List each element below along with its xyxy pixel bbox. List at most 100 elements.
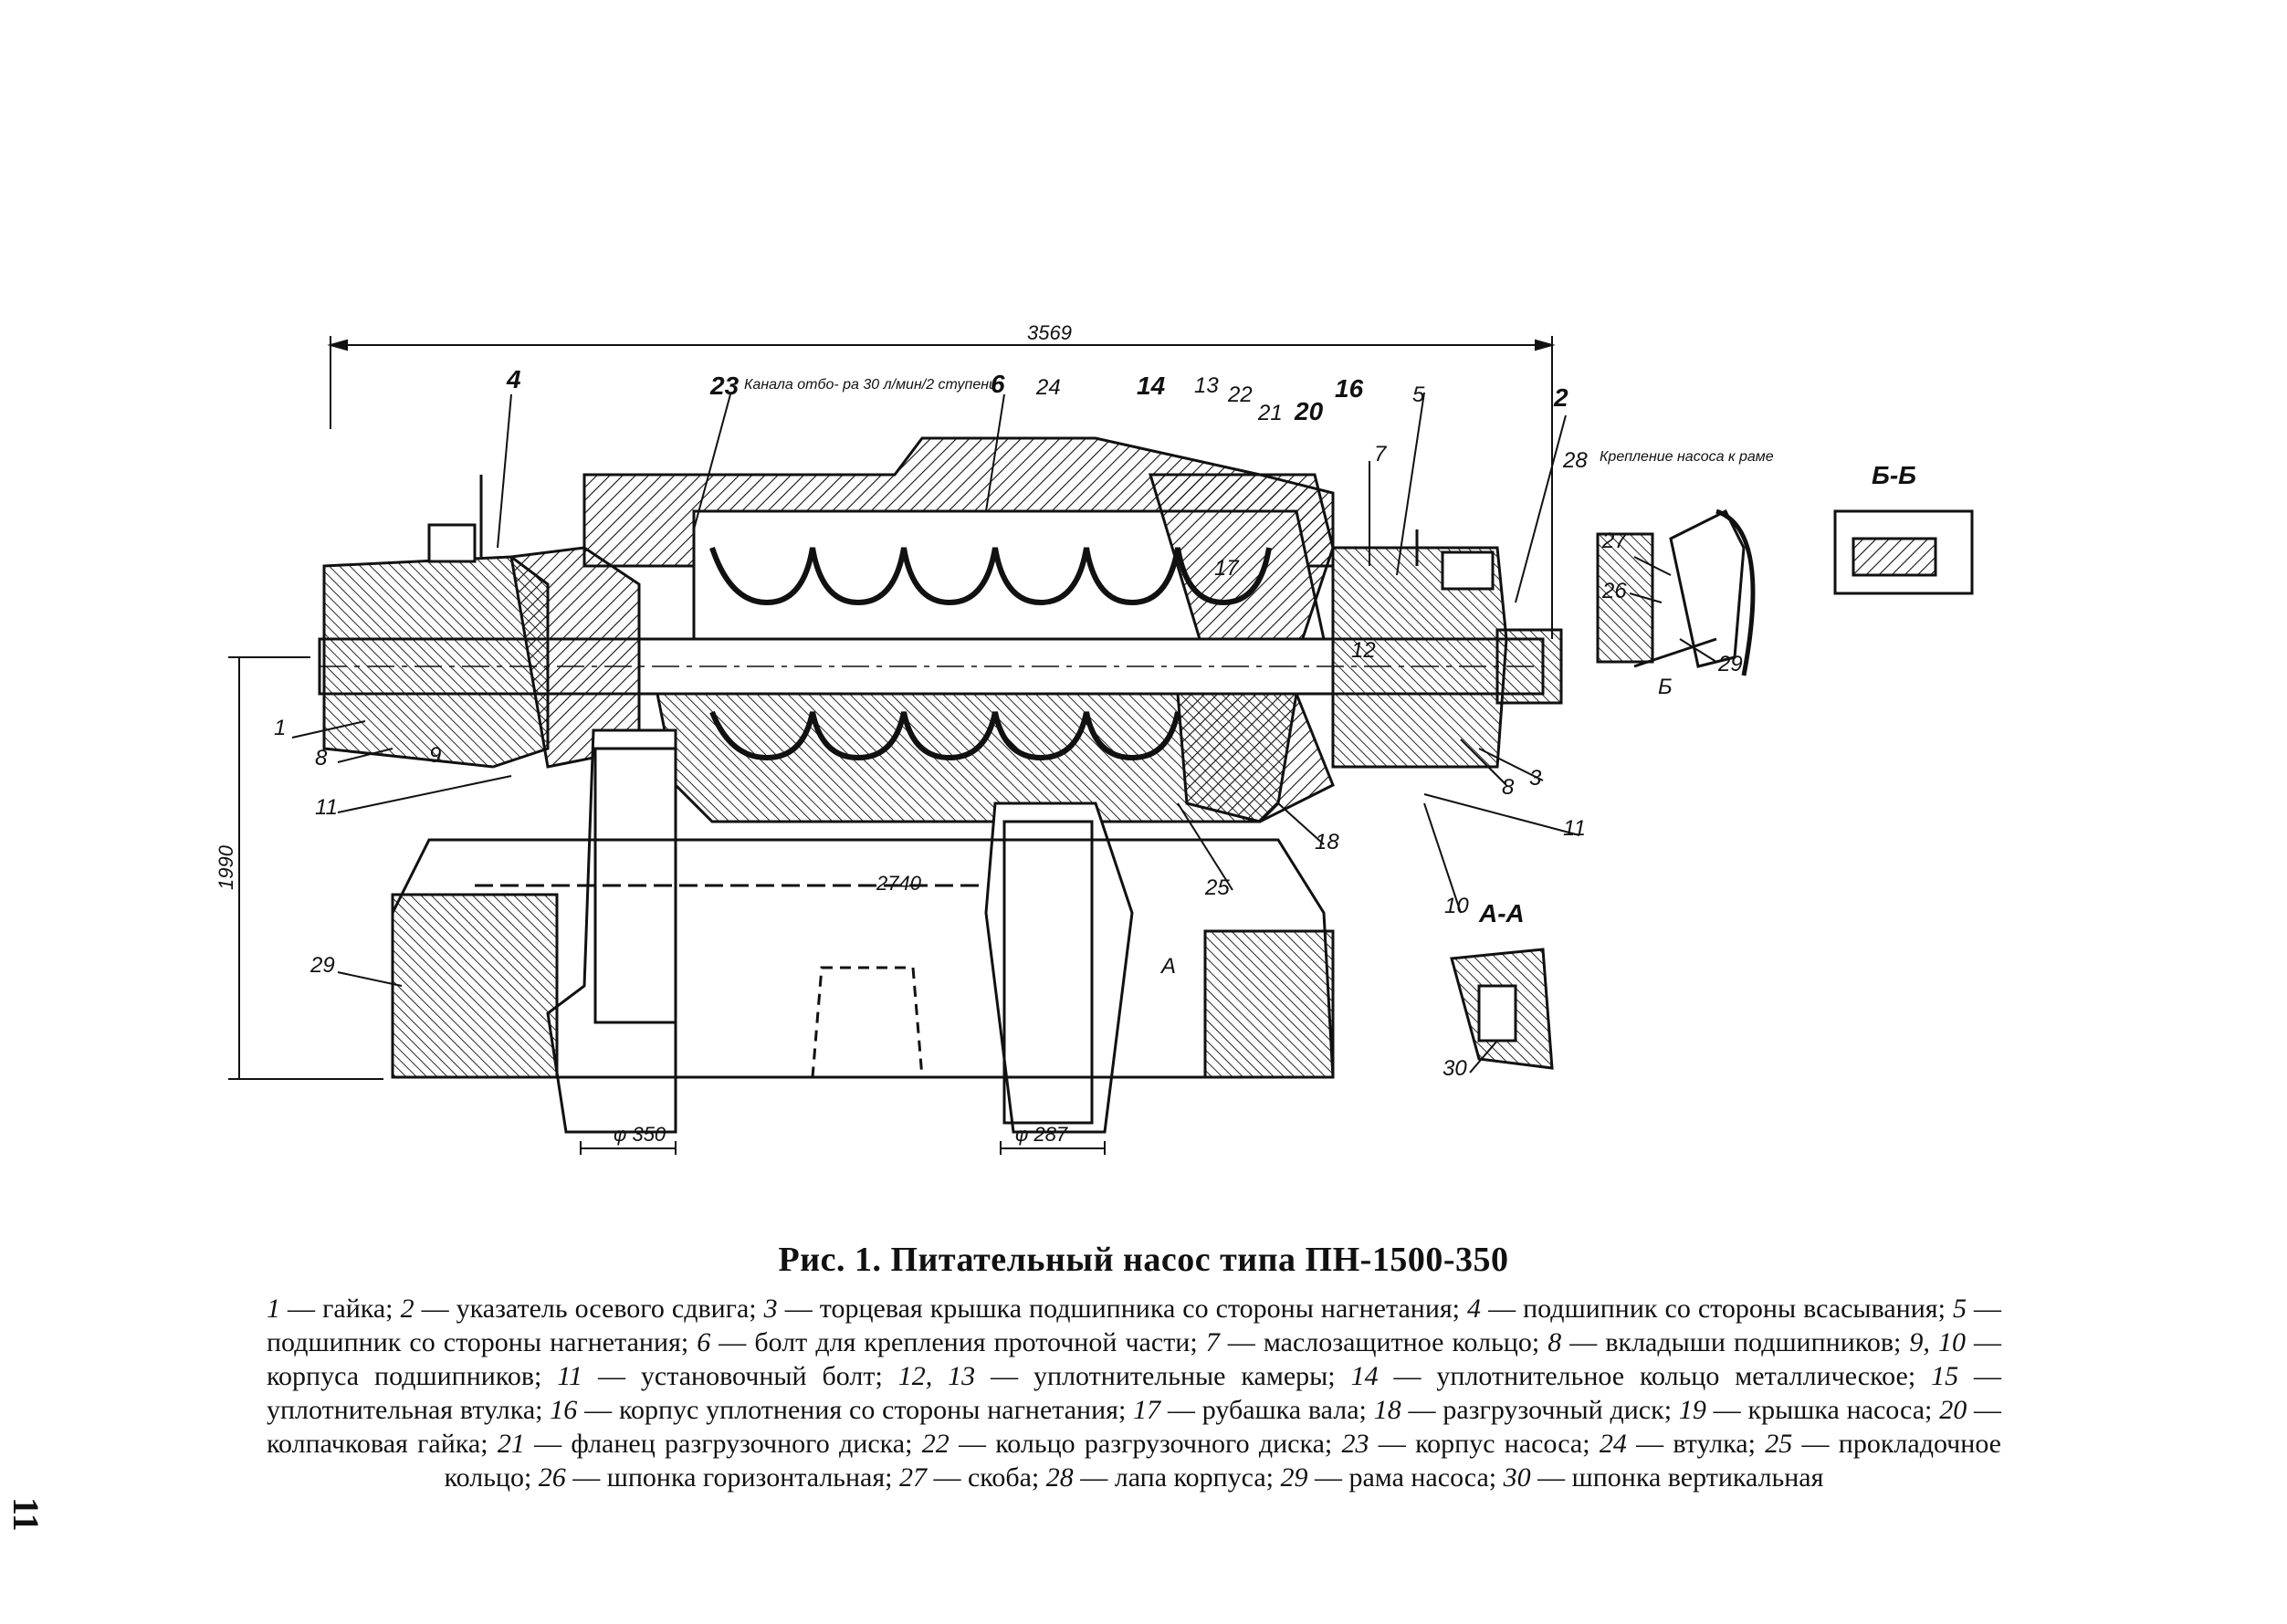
callout-10: 10 — [1444, 894, 1469, 918]
section-aa — [1450, 948, 1554, 1070]
label-a: А — [1159, 954, 1176, 979]
callout-17: 17 — [1214, 556, 1240, 581]
callout-2: 2 — [1553, 383, 1568, 412]
callout-14: 14 — [1137, 372, 1166, 400]
legend-number: 25 — [1765, 1429, 1793, 1459]
legend-number: 4 — [1467, 1294, 1482, 1324]
note-23: Канала отбо- ра 30 л/мин/2 ступени — [744, 377, 997, 393]
legend-text: — подшипник со стороны нагнетания; — [267, 1294, 2002, 1357]
legend-number: 21 — [497, 1429, 525, 1459]
legend-number: 28 — [1045, 1462, 1074, 1493]
legend-text: — корпус насоса; — [1369, 1429, 1600, 1459]
legend-text: — маслозащитное кольцо; — [1219, 1327, 1548, 1357]
legend-number: 12, 13 — [897, 1361, 976, 1391]
legend-text: — указатель осевого сдвига; — [414, 1294, 764, 1324]
legend-text: — фланец разгрузочного диска; — [524, 1429, 922, 1459]
discharge-pipe — [984, 802, 1134, 1134]
legend-text: — колпачковая гайка; — [267, 1395, 2002, 1459]
left-bearing-housing — [322, 475, 641, 769]
note-mount: Крепление насоса к раме — [1600, 449, 1774, 465]
legend-text: — кольцо разгрузочного диска; — [949, 1429, 1342, 1459]
legend-number: 15 — [1931, 1361, 1959, 1391]
legend-number: 11 — [557, 1361, 583, 1391]
legend-text: — втулка; — [1626, 1429, 1766, 1459]
legend-number: 22 — [921, 1429, 949, 1459]
section-bb-label: Б-Б — [1872, 461, 1916, 489]
legend-number: 6 — [697, 1327, 711, 1357]
legend-number: 14 — [1350, 1361, 1379, 1391]
legend-number: 18 — [1373, 1395, 1401, 1425]
callout-26: 26 — [1601, 579, 1627, 603]
legend-number: 8 — [1547, 1327, 1562, 1357]
legend-number: 9, 10 — [1909, 1327, 1966, 1357]
legend-text: — корпуса подшипников; — [267, 1327, 2002, 1391]
legend-text: — гайка; — [280, 1294, 401, 1324]
dim-pipe-right: φ 287 — [1015, 1123, 1068, 1146]
callout-5: 5 — [1412, 382, 1425, 407]
callout-22: 22 — [1227, 382, 1253, 407]
callout-18: 18 — [1315, 830, 1339, 854]
callout-13: 13 — [1194, 373, 1219, 398]
legend-number: 17 — [1133, 1395, 1161, 1425]
callouts — [291, 392, 1717, 1074]
legend-text: — уплотнительные камеры; — [975, 1361, 1351, 1391]
legend-number: 20 — [1939, 1395, 1967, 1425]
detail-mount-28 — [1596, 508, 1756, 676]
legend-number: 1 — [267, 1294, 280, 1324]
dim-overall-length: 3569 — [1027, 321, 1072, 344]
callout-25: 25 — [1204, 875, 1230, 900]
legend-number: 26 — [538, 1462, 566, 1493]
callout-11-left: 11 — [315, 795, 338, 820]
dim-span: 2740 — [876, 872, 922, 895]
dim-height: 1990 — [215, 844, 237, 890]
legend-text: — вкладыши подшипников; — [1561, 1327, 1910, 1357]
callout-16: 16 — [1335, 374, 1364, 403]
page-number: 11 — [5, 1497, 47, 1532]
legend-number: 29 — [1280, 1462, 1308, 1493]
callout-23: 23 — [709, 372, 740, 400]
callout-7: 7 — [1374, 442, 1388, 466]
pump-casing — [582, 436, 1335, 823]
legend-text: — крышка насоса; — [1705, 1395, 1940, 1425]
callout-labels: 1 2 3 4 5 6 7 8 8 11 11 13 14 16 17 18 2… — [274, 365, 1743, 1081]
right-bearing-housing — [1331, 529, 1508, 769]
callout-8-left: 8 — [315, 746, 328, 770]
legend-text: — скоба; — [926, 1462, 1046, 1493]
suction-pipe — [546, 728, 677, 1134]
legend-text: — шпонка горизонтальная; — [565, 1462, 899, 1493]
callout-12: 12 — [1351, 638, 1376, 663]
callout-3: 3 — [1529, 766, 1542, 791]
legend-number: 2 — [400, 1294, 414, 1324]
legend-text: — разгрузочный диск; — [1401, 1395, 1679, 1425]
legend-text: — прокладочное кольцо; — [444, 1429, 2001, 1493]
legend-text: — шпонка вертикальная — [1530, 1462, 1824, 1493]
legend-text: — подшипник со стороны всасывания; — [1481, 1294, 1953, 1324]
pump-frame — [391, 838, 1335, 1079]
legend-text: — корпус уплотнения со стороны нагнетани… — [577, 1395, 1134, 1425]
legend-number: 5 — [1952, 1294, 1967, 1324]
legend-text: — уплотнительная втулка; — [267, 1361, 2002, 1425]
label-b: Б — [1658, 675, 1673, 699]
legend-number: 30 — [1503, 1462, 1531, 1493]
legend-text: — болт для крепления проточной части; — [710, 1327, 1206, 1357]
callout-20: 20 — [1294, 397, 1324, 425]
callout-8-right: 8 — [1502, 775, 1515, 800]
legend-number: 27 — [898, 1462, 927, 1493]
legend-text: — уплотнительное кольцо металлическое; — [1378, 1361, 1932, 1391]
legend-text: — лапа корпуса; — [1073, 1462, 1281, 1493]
legend-number: 23 — [1341, 1429, 1369, 1459]
legend-number: 16 — [550, 1395, 578, 1425]
callout-21: 21 — [1257, 401, 1283, 425]
callout-27: 27 — [1601, 529, 1628, 553]
callout-6: 6 — [991, 370, 1005, 398]
section-bb — [1833, 509, 1974, 595]
section-aa-label: А-А — [1478, 899, 1525, 927]
legend-number: 24 — [1599, 1429, 1627, 1459]
legend-number: 7 — [1205, 1327, 1220, 1357]
callout-24: 24 — [1035, 375, 1061, 400]
dimension-pipes — [580, 1141, 1106, 1155]
legend-text: — установочный болт; — [582, 1361, 898, 1391]
callout-29-right: 29 — [1717, 652, 1743, 676]
legend-number: 3 — [763, 1294, 778, 1324]
